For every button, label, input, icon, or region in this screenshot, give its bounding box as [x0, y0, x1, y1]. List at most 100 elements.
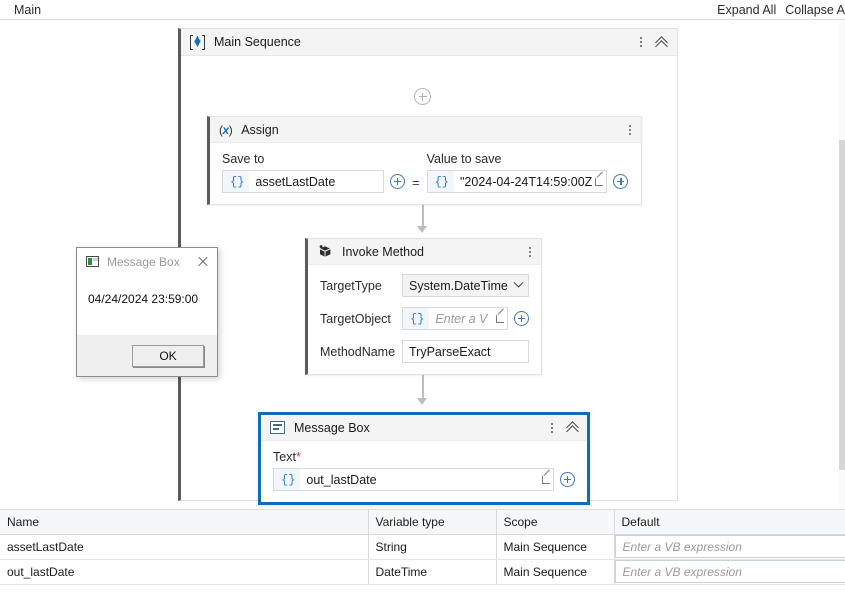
expand-all-link[interactable]: Expand All — [717, 2, 777, 17]
connector-assign-to-invoke — [422, 182, 424, 230]
target-object-label: TargetObject — [320, 311, 391, 326]
target-type-label: TargetType — [320, 278, 382, 293]
main-sequence-header[interactable]: ▲▼ Main Sequence — [181, 29, 677, 56]
connector-arrow-invoke — [417, 226, 427, 233]
required-marker: * — [295, 450, 301, 464]
collapse-chevron-icon[interactable] — [567, 421, 580, 434]
assign-save-to-value: assetLastDate — [255, 174, 336, 189]
more-options-icon[interactable] — [626, 123, 634, 137]
table-row[interactable]: assetLastDate String Main Sequence Enter… — [0, 534, 845, 560]
dialog-title: Message Box — [107, 254, 180, 269]
activity-card-assign[interactable]: (x) Assign Save to {} assetLastDate — [207, 116, 642, 205]
target-object-placeholder: Enter a V — [435, 311, 488, 326]
workflow-canvas[interactable]: ▲▼ Main Sequence (x) Assign — [0, 20, 845, 508]
expand-expression-icon[interactable] — [493, 308, 507, 329]
column-header-variable-type[interactable]: Variable type — [368, 510, 497, 535]
topbar-divider — [0, 19, 845, 20]
main-sequence-actions — [637, 35, 669, 49]
variable-scope-cell[interactable]: Main Sequence — [496, 534, 615, 560]
assign-value-group: Value to save {} "2024-04-24T14:59:00Z — [426, 152, 629, 193]
more-options-icon[interactable] — [548, 421, 556, 435]
variables-panel[interactable]: Name Variable type Scope Default assetLa… — [0, 509, 845, 605]
more-options-icon[interactable] — [637, 35, 645, 49]
messagebox-card-actions — [548, 421, 580, 435]
topbar-links: Expand All Collapse A — [717, 3, 845, 17]
column-header-default[interactable]: Default — [614, 510, 845, 535]
target-type-select[interactable]: System.DateTime — [402, 274, 529, 297]
variable-default-input[interactable]: Enter a VB expression — [614, 560, 844, 583]
invoke-method-icon — [319, 245, 331, 257]
assign-value-add-icon[interactable] — [613, 174, 629, 189]
invoke-row-target-type: TargetType System.DateTime — [320, 274, 529, 297]
column-header-scope[interactable]: Scope — [496, 510, 615, 535]
messagebox-card-header[interactable]: Message Box — [261, 415, 587, 441]
expression-braces-icon: {} — [223, 171, 250, 192]
variable-type-cell[interactable]: DateTime — [368, 559, 497, 585]
main-sequence-title: Main Sequence — [214, 35, 301, 49]
variable-scope-cell[interactable]: Main Sequence — [496, 559, 615, 585]
breadcrumb[interactable]: Main — [14, 2, 42, 17]
variables-header-row: Name Variable type Scope Default — [0, 510, 845, 535]
assign-save-to-add-icon[interactable] — [390, 174, 405, 189]
dialog-titlebar[interactable]: Message Box — [77, 248, 217, 275]
message-box-dialog[interactable]: Message Box 04/24/2024 23:59:00 OK — [76, 247, 218, 377]
connector-invoke-to-messagebox — [422, 360, 424, 402]
variable-default-cell[interactable]: Enter a VB expression — [614, 534, 845, 560]
add-activity-button-top[interactable] — [414, 88, 431, 105]
dialog-footer: OK — [77, 335, 217, 376]
message-box-icon — [270, 421, 285, 434]
message-box-window-icon — [86, 256, 99, 267]
expand-expression-icon[interactable] — [592, 171, 606, 192]
method-name-input[interactable]: TryParseExact — [402, 340, 529, 363]
assign-save-to-input[interactable]: {} assetLastDate — [222, 170, 384, 193]
assign-equals-sign: = — [412, 175, 420, 190]
sequence-icon: ▲▼ — [190, 34, 205, 50]
target-object-add-icon[interactable] — [514, 311, 529, 326]
assign-save-to-label: Save to — [222, 152, 265, 166]
designer-topbar: Main Expand All Collapse A — [0, 0, 845, 19]
activity-card-message-box[interactable]: Message Box Text* {} out_lastDate — [258, 412, 590, 505]
connector-arrow-messagebox — [417, 398, 427, 405]
method-name-label: MethodName — [320, 344, 396, 359]
chevron-down-icon — [513, 277, 524, 288]
table-row[interactable]: out_lastDate DateTime Main Sequence Ente… — [0, 559, 845, 585]
target-type-value: System.DateTime — [409, 278, 508, 293]
activity-card-invoke-method[interactable]: Invoke Method TargetType System.DateTime… — [305, 238, 542, 375]
variable-default-input[interactable]: Enter a VB expression — [614, 535, 844, 558]
variables-empty-row[interactable] — [0, 584, 845, 605]
expand-expression-icon[interactable] — [539, 469, 553, 490]
variable-name-cell[interactable]: out_lastDate — [0, 559, 369, 585]
messagebox-card-title: Message Box — [294, 420, 370, 435]
invoke-card-actions — [526, 245, 534, 259]
assign-value-label: Value to save — [426, 152, 502, 166]
target-object-input[interactable]: {} Enter a V — [402, 307, 508, 330]
column-header-name[interactable]: Name — [0, 510, 369, 535]
canvas-vertical-scrollbar[interactable] — [839, 20, 845, 508]
expression-braces-icon: {} — [274, 469, 301, 490]
close-icon[interactable] — [195, 254, 211, 270]
expression-braces-icon: {} — [403, 308, 430, 329]
messagebox-card-body: Text* {} out_lastDate — [261, 441, 587, 502]
messagebox-text-input[interactable]: {} out_lastDate — [273, 468, 554, 491]
ok-button[interactable]: OK — [132, 344, 204, 367]
variable-default-cell[interactable]: Enter a VB expression — [614, 559, 845, 585]
assign-card-actions — [626, 123, 634, 137]
assign-card-title: Assign — [241, 122, 279, 137]
variable-name-cell[interactable]: assetLastDate — [0, 534, 369, 560]
messagebox-text-label: Text* — [273, 450, 575, 464]
invoke-card-header[interactable]: Invoke Method — [308, 239, 541, 265]
messagebox-text-label-text: Text — [273, 450, 296, 464]
method-name-value: TryParseExact — [409, 344, 491, 359]
canvas-scrollbar-thumb[interactable] — [839, 140, 845, 470]
assign-variable-icon: (x) — [219, 122, 233, 137]
collapse-all-link[interactable]: Collapse A — [785, 2, 845, 17]
assign-card-body: Save to {} assetLastDate = Value to save — [210, 143, 641, 204]
collapse-chevron-icon[interactable] — [656, 36, 669, 49]
assign-card-header[interactable]: (x) Assign — [210, 117, 641, 143]
messagebox-text-add-icon[interactable] — [560, 472, 575, 487]
assign-value-input[interactable]: {} "2024-04-24T14:59:00Z — [426, 170, 608, 193]
more-options-icon[interactable] — [526, 245, 534, 259]
variable-type-cell[interactable]: String — [368, 534, 497, 560]
dialog-message: 04/24/2024 23:59:00 — [77, 275, 217, 337]
